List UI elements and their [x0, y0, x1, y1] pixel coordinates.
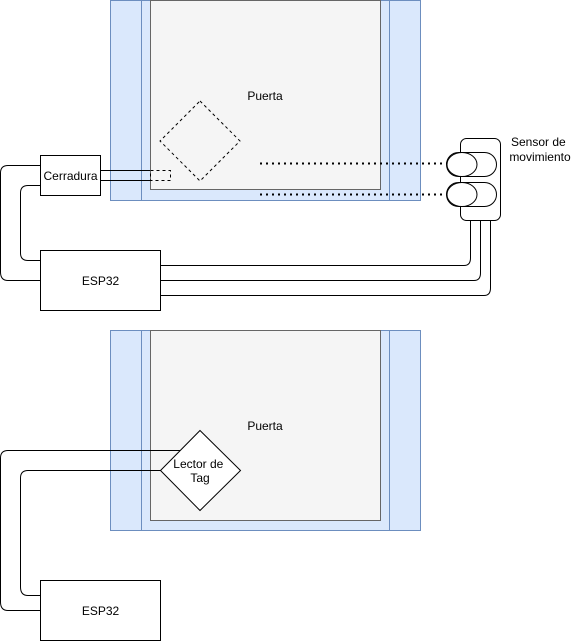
motion-sensor-body — [460, 138, 501, 221]
motion-sensor-label-line1: Sensor de — [511, 135, 566, 149]
cable-reader-esp32 — [0, 450, 180, 611]
motion-sensor — [446, 138, 501, 221]
motion-sensor-label-line2: movimiento — [509, 150, 571, 164]
motion-sensor-label: Sensor de movimiento — [509, 135, 571, 164]
cable-esp32-sensor — [160, 220, 491, 296]
bottom-scene: Puerta Lector de Tag ESP32 — [0, 330, 421, 641]
tag-reader: Lector de Tag — [159, 429, 242, 512]
top-door-panel — [150, 0, 381, 190]
bottom-door-label: Puerta — [247, 419, 283, 433]
top-door-label: Puerta — [247, 89, 283, 103]
tag-reader-label-line2: Tag — [190, 471, 209, 485]
top-esp32-label: ESP32 — [82, 274, 120, 288]
lock-bolt — [101, 170, 171, 181]
top-esp32-box: ESP32 — [40, 250, 161, 311]
motion-sensor-emitter-lower — [446, 182, 478, 207]
top-door-frame: Puerta — [110, 0, 421, 201]
lock-bolt-tip — [150, 170, 171, 181]
top-lock-zone-dashed-diamond — [159, 100, 241, 182]
lock-label: Cerradura — [43, 169, 97, 183]
bottom-esp32-label: ESP32 — [82, 604, 120, 618]
tag-reader-label-line1: Lector de — [173, 457, 223, 471]
bottom-esp32-box: ESP32 — [40, 580, 161, 641]
top-scene: Puerta Cerradura — [0, 0, 571, 311]
tag-reader-label: Lector de Tag — [173, 457, 226, 485]
lock-box: Cerradura — [40, 155, 101, 196]
bottom-door-frame: Puerta — [110, 330, 421, 531]
cable-esp32-lock — [0, 165, 41, 281]
motion-sensor-emitter-upper — [446, 152, 478, 177]
